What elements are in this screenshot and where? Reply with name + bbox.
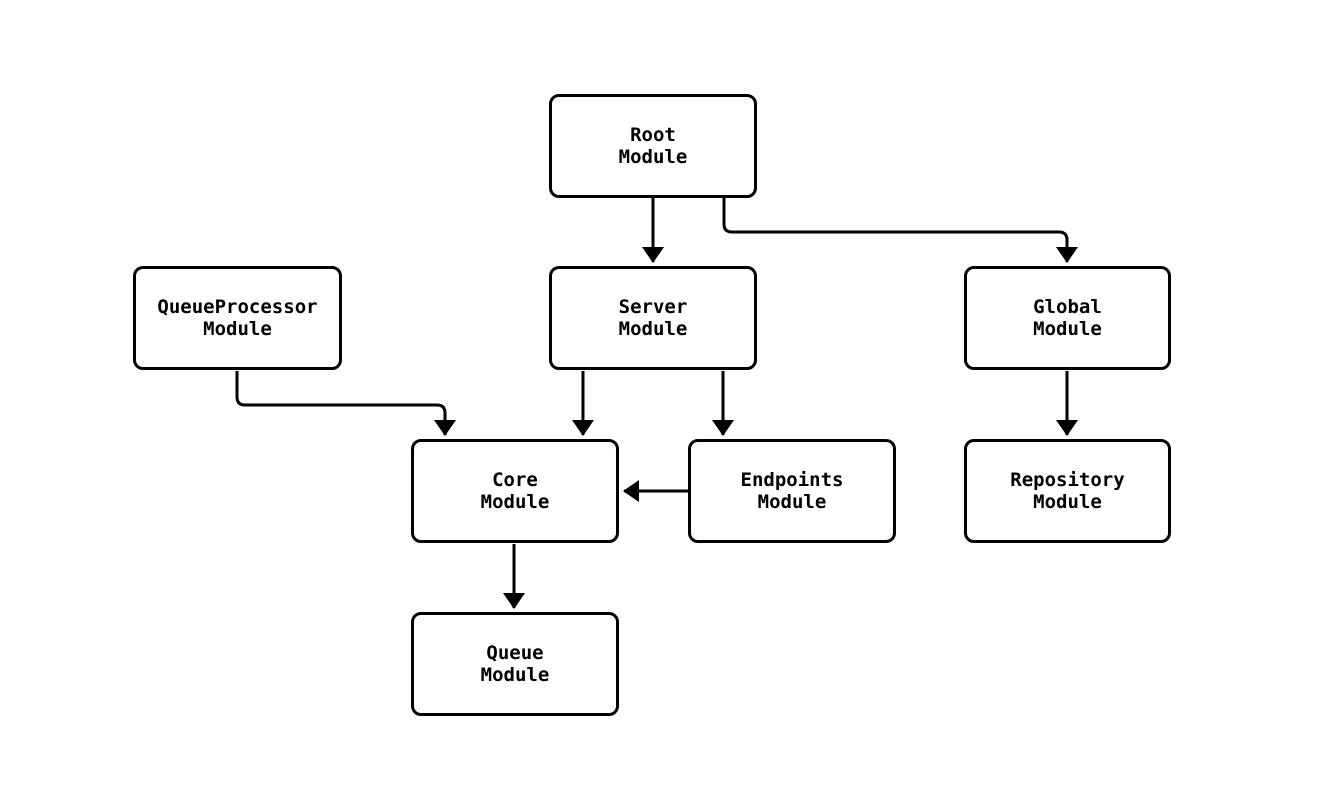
node-endpoints-module-label: Endpoints Module [740,469,844,513]
node-server-module: Server Module [549,266,757,370]
node-queueprocessor-module-label: QueueProcessor Module [157,296,318,340]
node-endpoints-module: Endpoints Module [688,439,896,543]
edge-root-to-global [722,198,1078,263]
node-root-module: Root Module [549,94,757,198]
node-core-module: Core Module [411,439,619,543]
node-global-module-label: Global Module [1033,296,1102,340]
node-queueprocessor-module: QueueProcessor Module [133,266,342,370]
edge-queueprocessor-to-core [235,371,456,436]
node-core-module-label: Core Module [480,469,550,513]
node-repository-module: Repository Module [964,439,1171,543]
node-repository-module-label: Repository Module [1010,469,1125,513]
node-queue-module-label: Queue Module [480,642,550,686]
node-root-module-label: Root Module [618,124,688,168]
node-queue-module: Queue Module [411,612,619,716]
node-server-module-label: Server Module [618,296,688,340]
node-global-module: Global Module [964,266,1171,370]
